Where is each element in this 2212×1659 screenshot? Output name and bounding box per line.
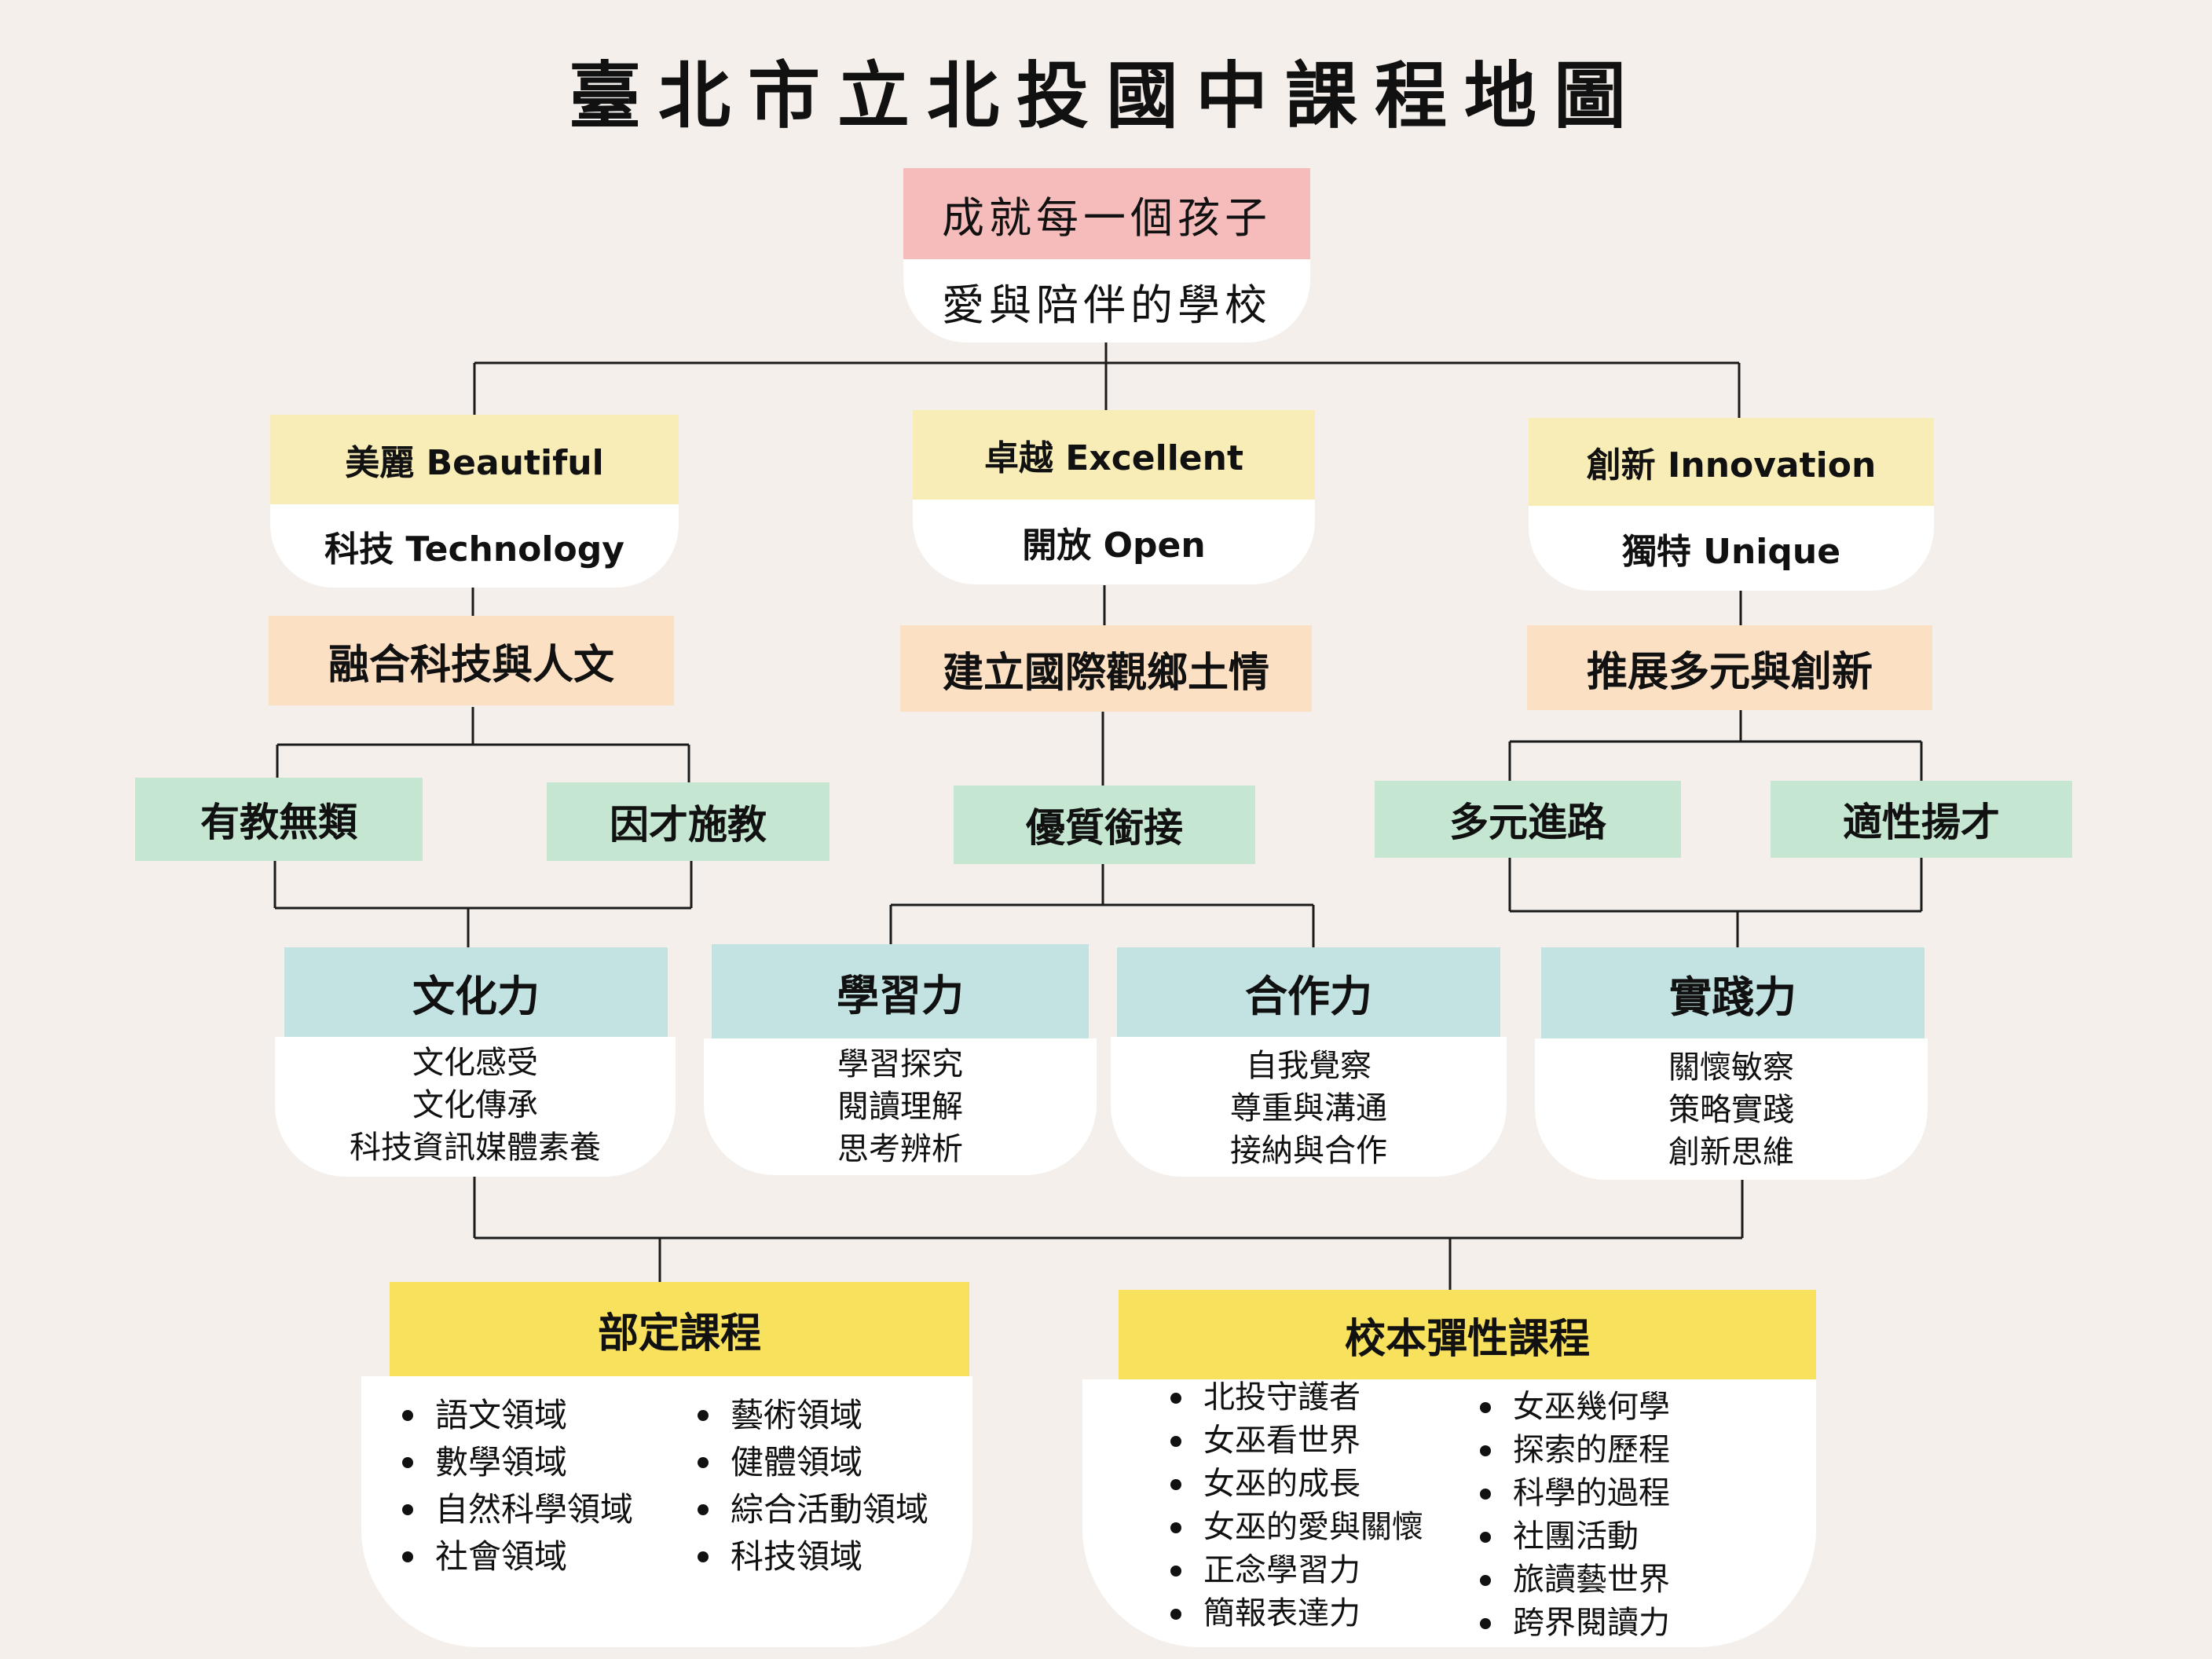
competency-header: 文化力 xyxy=(284,947,668,1037)
competency-learning: 學習力 學習探究 閱讀理解 思考辨析 xyxy=(704,944,1097,1175)
competency-header: 學習力 xyxy=(712,944,1089,1038)
competency-item: 文化傳承 xyxy=(412,1087,538,1123)
competency-item: 科技資訊媒體素養 xyxy=(350,1130,601,1166)
school-courses-list-2: 女巫幾何學 探索的歷程 科學的過程 社團活動 旅讀藝世界 跨界閱讀力 xyxy=(1480,1386,1670,1645)
competency-body: 自我覺察 尊重與溝通 接納與合作 xyxy=(1111,1037,1507,1177)
course-item: 女巫幾何學 xyxy=(1480,1386,1670,1429)
required-courses-body: 語文領域 數學領域 自然科學領域 社會領域 藝術領域 健體領域 綜合活動領域 科… xyxy=(361,1376,972,1647)
pillar-goal-2: 建立國際觀鄉土情 xyxy=(900,625,1312,712)
competency-header: 實踐力 xyxy=(1541,947,1925,1038)
pillar-goal-text: 建立國際觀鄉土情 xyxy=(942,649,1269,697)
principle-text: 有教無類 xyxy=(200,800,357,845)
principle-text: 多元進路 xyxy=(1449,800,1606,845)
vision-band: 愛與陪伴的學校 xyxy=(903,259,1310,342)
competency-body: 文化感受 文化傳承 科技資訊媒體素養 xyxy=(275,1037,676,1177)
pillar-goal-text: 融合科技與人文 xyxy=(328,641,614,689)
principle-box: 因才施教 xyxy=(547,782,830,861)
competency-item: 接納與合作 xyxy=(1230,1133,1387,1169)
course-item: 數學領域 xyxy=(402,1439,633,1486)
course-item: 社會領域 xyxy=(402,1533,633,1580)
mission-text: 成就每一個孩子 xyxy=(942,192,1272,243)
principle-box: 適性揚才 xyxy=(1771,781,2072,858)
required-courses-box: 部定課程 語文領域 數學領域 自然科學領域 社會領域 藝術領域 健體領域 綜合活… xyxy=(361,1282,972,1647)
pillar-excellent: 卓越 Excellent 開放 Open xyxy=(913,410,1315,584)
course-item: 自然科學領域 xyxy=(402,1486,633,1533)
pillar-header: 卓越 Excellent xyxy=(913,410,1315,500)
competency-culture: 文化力 文化感受 文化傳承 科技資訊媒體素養 xyxy=(275,947,676,1177)
mission-vision-box: 成就每一個孩子 愛與陪伴的學校 xyxy=(903,168,1310,342)
competency-body: 學習探究 閱讀理解 思考辨析 xyxy=(704,1038,1097,1175)
course-item: 健體領域 xyxy=(698,1439,928,1486)
school-courses-header: 校本彈性課程 xyxy=(1119,1290,1816,1379)
competency-item: 文化感受 xyxy=(412,1045,538,1081)
pillar-innovation: 創新 Innovation 獨特 Unique xyxy=(1529,418,1934,591)
pillar-goal-3: 推展多元與創新 xyxy=(1527,625,1932,710)
pillar-body: 獨特 Unique xyxy=(1529,506,1934,591)
pillar-header: 創新 Innovation xyxy=(1529,418,1934,506)
pillar-goal-1: 融合科技與人文 xyxy=(269,616,674,705)
competency-header: 合作力 xyxy=(1117,947,1500,1037)
school-courses-list-1: 北投守護者 女巫看世界 女巫的成長 女巫的愛與關懷 正念學習力 簡報表達力 xyxy=(1170,1376,1423,1635)
course-item: 社團活動 xyxy=(1480,1515,1670,1558)
competency-name: 學習力 xyxy=(837,970,964,1020)
principle-text: 因才施教 xyxy=(610,802,767,848)
required-courses-list-1: 語文領域 數學領域 自然科學領域 社會領域 xyxy=(402,1392,633,1580)
pillar-line2: 科技 Technology xyxy=(324,529,624,569)
principle-box: 多元進路 xyxy=(1375,781,1681,858)
principle-box: 優質銜接 xyxy=(954,786,1255,864)
school-courses-title: 校本彈性課程 xyxy=(1344,1315,1590,1363)
principle-text: 適性揚才 xyxy=(1843,800,2000,845)
course-item: 跨界閱讀力 xyxy=(1480,1602,1670,1645)
competency-name: 文化力 xyxy=(412,971,540,1021)
course-item: 簡報表達力 xyxy=(1170,1592,1423,1635)
course-item: 女巫的愛與關懷 xyxy=(1170,1506,1423,1549)
pillar-line1: 美麗 Beautiful xyxy=(345,443,604,483)
required-courses-list-2: 藝術領域 健體領域 綜合活動領域 科技領域 xyxy=(698,1392,928,1580)
competency-item: 尊重與溝通 xyxy=(1230,1090,1387,1126)
competency-item: 自我覺察 xyxy=(1246,1048,1372,1084)
competency-item: 策略實踐 xyxy=(1668,1092,1794,1128)
course-item: 藝術領域 xyxy=(698,1392,928,1439)
principle-box: 有教無類 xyxy=(135,778,423,861)
competency-cooperation: 合作力 自我覺察 尊重與溝通 接納與合作 xyxy=(1111,947,1507,1177)
pillar-line1: 創新 Innovation xyxy=(1586,445,1877,485)
competency-practice: 實踐力 關懷敏察 策略實踐 創新思維 xyxy=(1535,947,1928,1180)
school-courses-body: 北投守護者 女巫看世界 女巫的成長 女巫的愛與關懷 正念學習力 簡報表達力 女巫… xyxy=(1082,1379,1816,1647)
pillar-line2: 開放 Open xyxy=(1022,526,1206,566)
course-item: 綜合活動領域 xyxy=(698,1486,928,1533)
vision-text: 愛與陪伴的學校 xyxy=(942,280,1272,330)
course-item: 語文領域 xyxy=(402,1392,633,1439)
course-item: 北投守護者 xyxy=(1170,1376,1423,1419)
course-item: 女巫看世界 xyxy=(1170,1419,1423,1463)
required-courses-header: 部定課程 xyxy=(390,1282,969,1376)
competency-item: 閱讀理解 xyxy=(837,1089,963,1125)
course-item: 女巫的成長 xyxy=(1170,1463,1423,1506)
mission-band: 成就每一個孩子 xyxy=(903,168,1310,259)
course-item: 正念學習力 xyxy=(1170,1549,1423,1592)
pillar-body: 開放 Open xyxy=(913,500,1315,584)
course-item: 探索的歷程 xyxy=(1480,1429,1670,1472)
course-item: 科技領域 xyxy=(698,1533,928,1580)
course-item: 旅讀藝世界 xyxy=(1480,1558,1670,1602)
school-courses-box: 校本彈性課程 北投守護者 女巫看世界 女巫的成長 女巫的愛與關懷 正念學習力 簡… xyxy=(1082,1290,1816,1647)
competency-name: 實踐力 xyxy=(1669,972,1796,1022)
pillar-beautiful: 美麗 Beautiful 科技 Technology xyxy=(270,415,679,588)
competency-item: 創新思維 xyxy=(1668,1134,1794,1170)
pillar-body: 科技 Technology xyxy=(270,504,679,588)
competency-name: 合作力 xyxy=(1245,971,1372,1021)
pillar-line2: 獨特 Unique xyxy=(1621,532,1841,572)
course-item: 科學的過程 xyxy=(1480,1472,1670,1515)
competency-item: 學習探究 xyxy=(837,1046,963,1082)
page-title: 臺北市立北投國中課程地圖 xyxy=(568,54,1643,138)
pillar-header: 美麗 Beautiful xyxy=(270,415,679,504)
pillar-goal-text: 推展多元與創新 xyxy=(1586,648,1873,696)
competency-item: 思考辨析 xyxy=(837,1131,963,1167)
competency-item: 關懷敏察 xyxy=(1668,1049,1794,1086)
competency-body: 關懷敏察 策略實踐 創新思維 xyxy=(1535,1038,1928,1180)
pillar-line1: 卓越 Excellent xyxy=(983,438,1244,478)
required-courses-title: 部定課程 xyxy=(597,1309,761,1357)
principle-text: 優質銜接 xyxy=(1026,805,1183,851)
